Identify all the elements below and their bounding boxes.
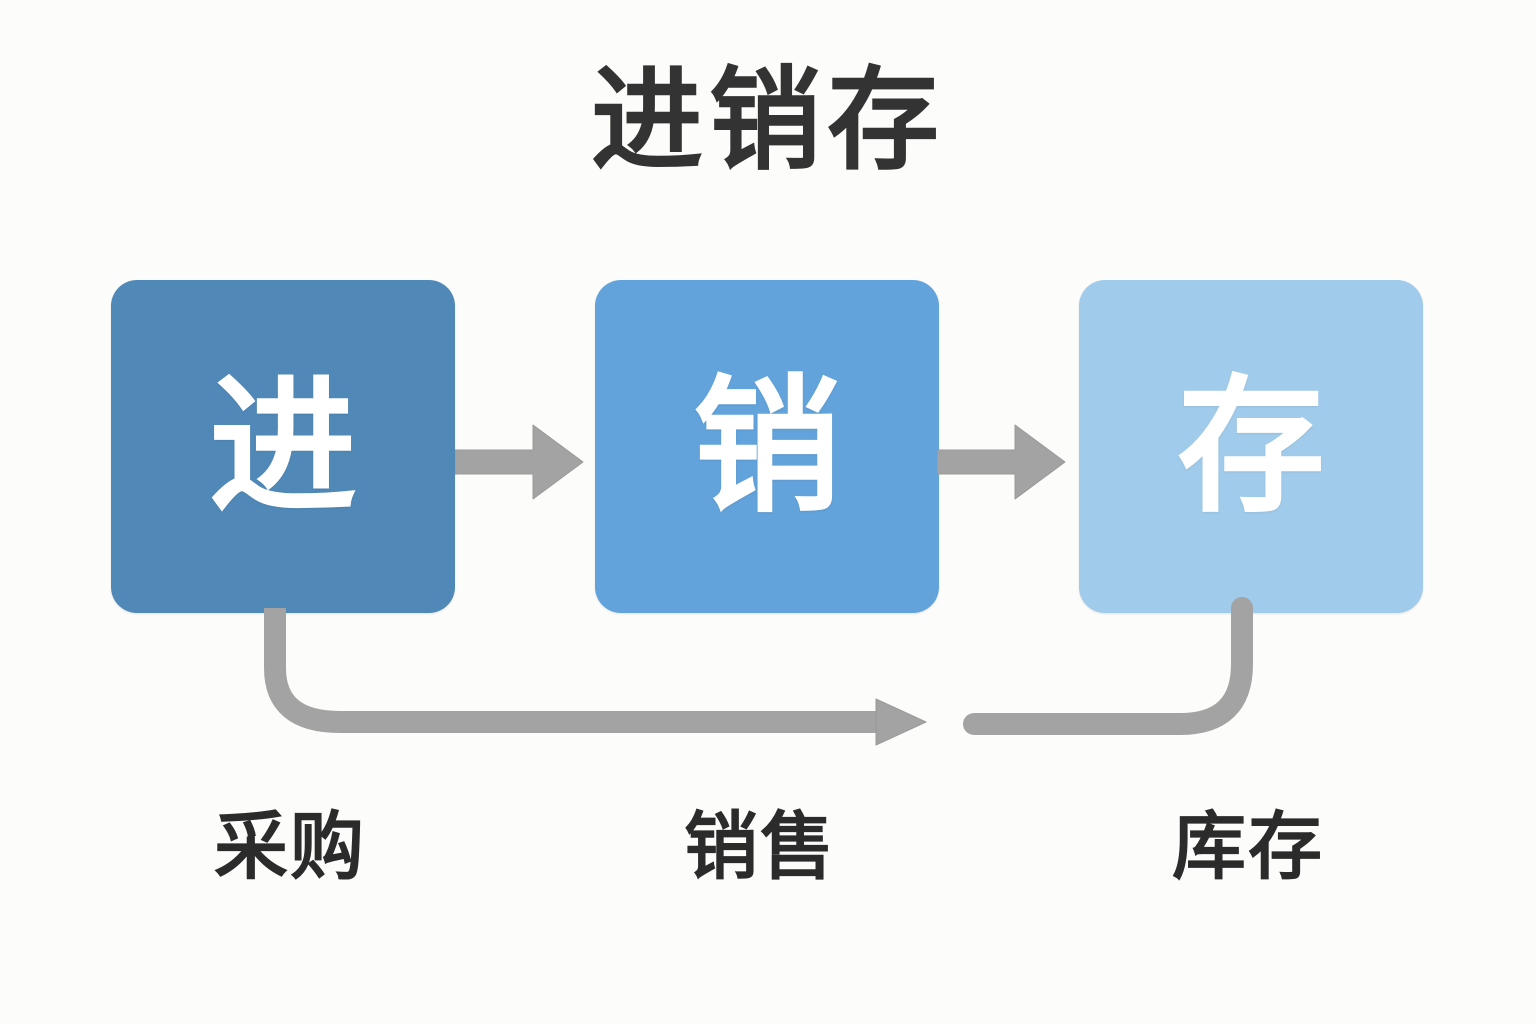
stage-glyph-xiao: 销	[693, 360, 841, 533]
stage-label-inventory: 库存	[1172, 804, 1324, 890]
flow-arrow-xiao-to-cun-icon	[937, 417, 1067, 507]
stage-label-procurement: 采购	[214, 804, 366, 890]
stage-glyph-jin: 进	[209, 360, 357, 533]
flow-arrow-jin-to-xiao-icon	[455, 417, 585, 507]
stage-label-sales: 销售	[684, 804, 836, 890]
page-title: 进销存	[591, 56, 945, 186]
stage-box-cun[interactable]: 存	[1079, 280, 1423, 613]
stage-box-xiao[interactable]: 销	[595, 280, 939, 613]
stage-glyph-cun: 存	[1177, 360, 1325, 533]
stage-box-jin[interactable]: 进	[111, 280, 455, 613]
